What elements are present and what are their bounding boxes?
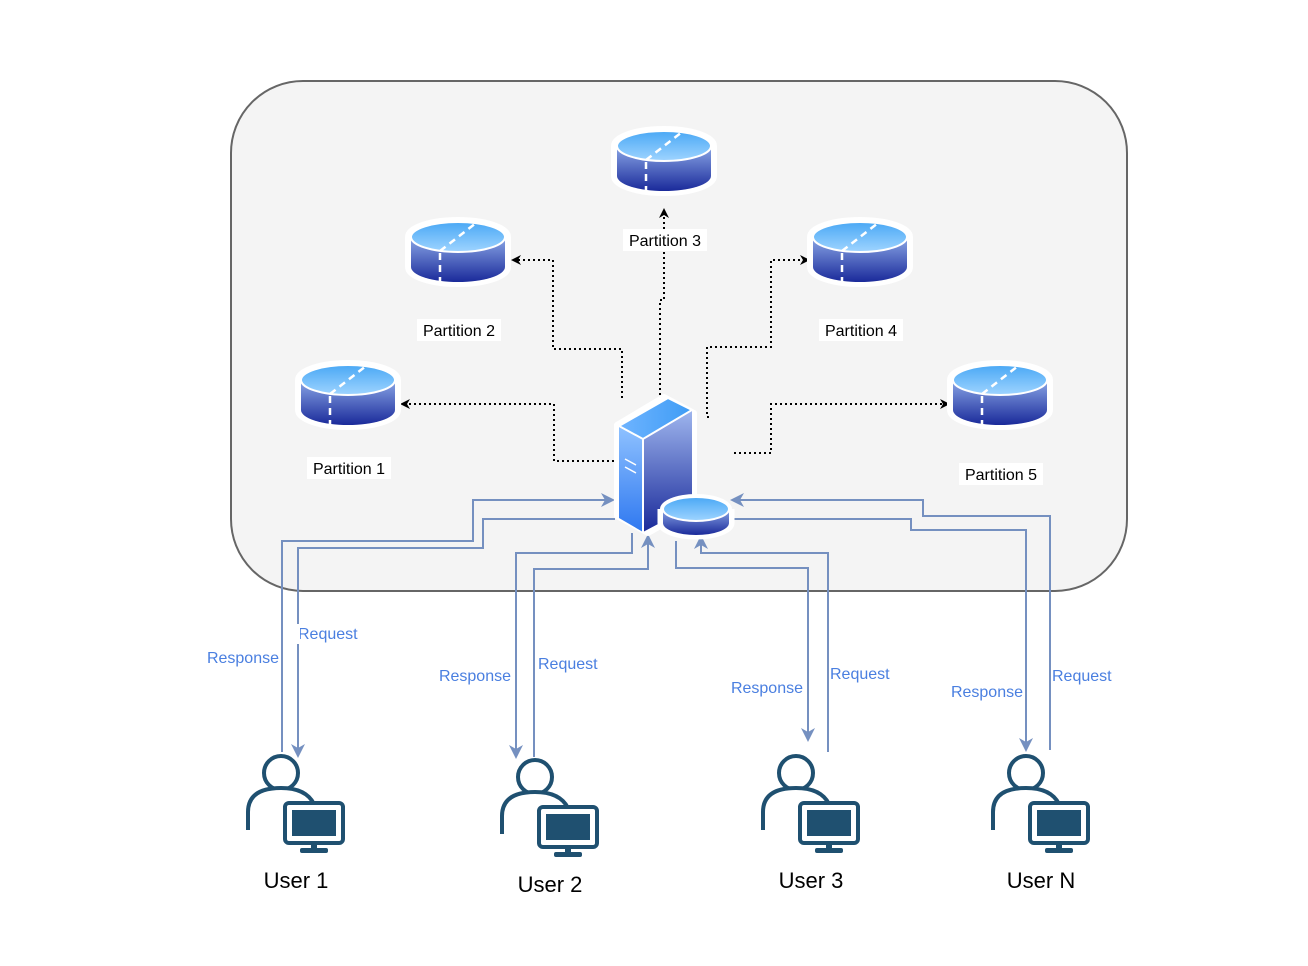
user-3-request-link — [694, 535, 829, 752]
link-partition-2 — [511, 255, 623, 398]
partition-4-db-icon[interactable] — [807, 217, 913, 287]
user-3-request-label: Request — [830, 666, 890, 683]
partition-1-db-icon[interactable] — [295, 360, 401, 430]
partition-4-label: Partition 4 — [825, 323, 897, 340]
user-1-response-label: Response — [207, 650, 279, 667]
user-n-request-link — [730, 493, 1051, 750]
partition-2-label: Partition 2 — [423, 323, 495, 340]
user-2-person-icon — [516, 758, 554, 796]
partition-labels: Partition 1 Partition 2 Partition 3 Part… — [307, 229, 1043, 485]
user-n-response-link — [730, 518, 1033, 752]
user-1-request-link — [281, 493, 615, 752]
cache-db-icon[interactable] — [657, 494, 735, 540]
user-2-label: User 2 — [518, 872, 583, 897]
user-1-person-icon — [262, 754, 300, 792]
partition-3-label: Partition 3 — [629, 233, 701, 250]
link-labels: Response Request Response Request Respon… — [207, 626, 1112, 701]
user-n-label: User N — [1007, 868, 1075, 893]
user-3-response-link — [675, 541, 815, 742]
user-1-label: User 1 — [264, 868, 329, 893]
user-links — [281, 493, 1051, 759]
user-n-request-label: Request — [1052, 668, 1112, 685]
user-2-request-label: Request — [538, 656, 598, 673]
user-1[interactable]: User 1 — [246, 754, 345, 893]
link-partition-5 — [734, 399, 950, 454]
partition-5-label: Partition 5 — [965, 467, 1037, 484]
user-2-request-link — [533, 534, 655, 757]
cluster-container — [230, 80, 1128, 592]
user-n[interactable]: User N — [991, 754, 1090, 893]
partition-5-db-icon[interactable] — [947, 360, 1053, 430]
user-3[interactable]: User 3 — [761, 754, 860, 893]
user-1-request-label: Request — [298, 626, 358, 643]
partition-2-db-icon[interactable] — [405, 217, 511, 287]
partition-1-label: Partition 1 — [313, 461, 385, 478]
user-2-response-link — [509, 533, 633, 759]
partition-3-db-icon[interactable] — [611, 126, 717, 196]
user-n-response-label: Response — [951, 684, 1023, 701]
user-1-response-link — [291, 518, 615, 758]
user-3-response-label: Response — [731, 680, 803, 697]
user-n-person-icon — [1007, 754, 1045, 792]
partition-links — [400, 208, 950, 462]
user-3-label: User 3 — [779, 868, 844, 893]
link-partition-1 — [400, 399, 614, 462]
user-3-person-icon — [777, 754, 815, 792]
user-2[interactable]: User 2 — [500, 758, 599, 897]
user-2-response-label: Response — [439, 668, 511, 685]
link-partition-4 — [706, 255, 810, 418]
link-partition-3 — [659, 208, 669, 395]
